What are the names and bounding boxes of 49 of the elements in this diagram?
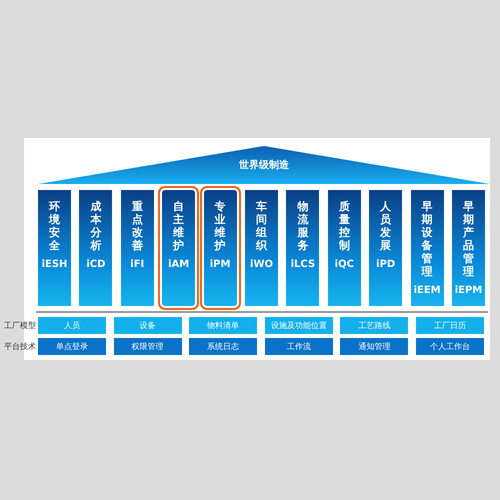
module-box: 设施及功能位置: [264, 317, 333, 334]
pillar: [410, 190, 444, 306]
pillar: [369, 190, 402, 306]
pillar-title: 早期产品管理: [462, 200, 474, 278]
pillar-code: iPM: [210, 259, 230, 270]
pillar-code: iQC: [334, 259, 354, 270]
pillar-title: 车间组织: [256, 200, 268, 252]
module-box: 工艺路线: [340, 317, 408, 334]
pillar-title: 人员发展: [380, 200, 392, 252]
pillar: [79, 190, 112, 306]
module-box: 个人工作台: [416, 338, 484, 355]
module-box: 权限管理: [114, 338, 182, 355]
roof-banner: [38, 146, 490, 184]
module-box: 人员: [38, 317, 106, 334]
highlighted-pillar: [162, 190, 196, 306]
module-box: 工厂日历: [416, 317, 484, 334]
module-box: 设备: [114, 317, 182, 334]
module-box: 工作流: [264, 338, 333, 355]
pillar-code: iCD: [86, 259, 106, 270]
pillar: [286, 190, 320, 306]
pillar-code: iFI: [130, 259, 144, 270]
row-label: 平台技术: [4, 341, 36, 352]
module-box: 单点登录: [38, 338, 106, 355]
pillar: [452, 190, 485, 306]
pillar-title: 专业维护: [214, 200, 226, 252]
pillar-code: iAM: [168, 259, 190, 270]
pillar-code: iEEM: [414, 285, 441, 296]
module-box: 系统日志: [189, 338, 258, 355]
pillar-title: 自主维护: [172, 200, 185, 252]
pillar-code: iEPM: [454, 285, 482, 296]
pillar-title: 成本分析: [90, 200, 102, 252]
row-label: 工厂模型: [4, 320, 36, 331]
pillar-code: iWO: [250, 259, 273, 270]
pillar-title: 环境安全: [48, 200, 60, 252]
pillar-code: iLCS: [290, 259, 316, 270]
module-box: 通知管理: [340, 338, 408, 355]
pillar-title: 质量控制: [338, 200, 350, 252]
pillar-code: iESH: [42, 259, 68, 270]
module-box: 物料清单: [189, 317, 258, 334]
pillar: [38, 190, 71, 306]
pillar: [120, 190, 154, 306]
roof-title: 世界级制造: [238, 158, 290, 172]
pillar-code: iPD: [376, 259, 396, 270]
pillar-title: 物流服务: [296, 200, 309, 252]
pillar: [328, 190, 361, 306]
pillar-title: 重点改善: [131, 200, 144, 252]
pillar-title: 早期设备管理: [421, 200, 434, 278]
highlighted-pillar: [204, 190, 237, 306]
pillar: [245, 190, 278, 306]
